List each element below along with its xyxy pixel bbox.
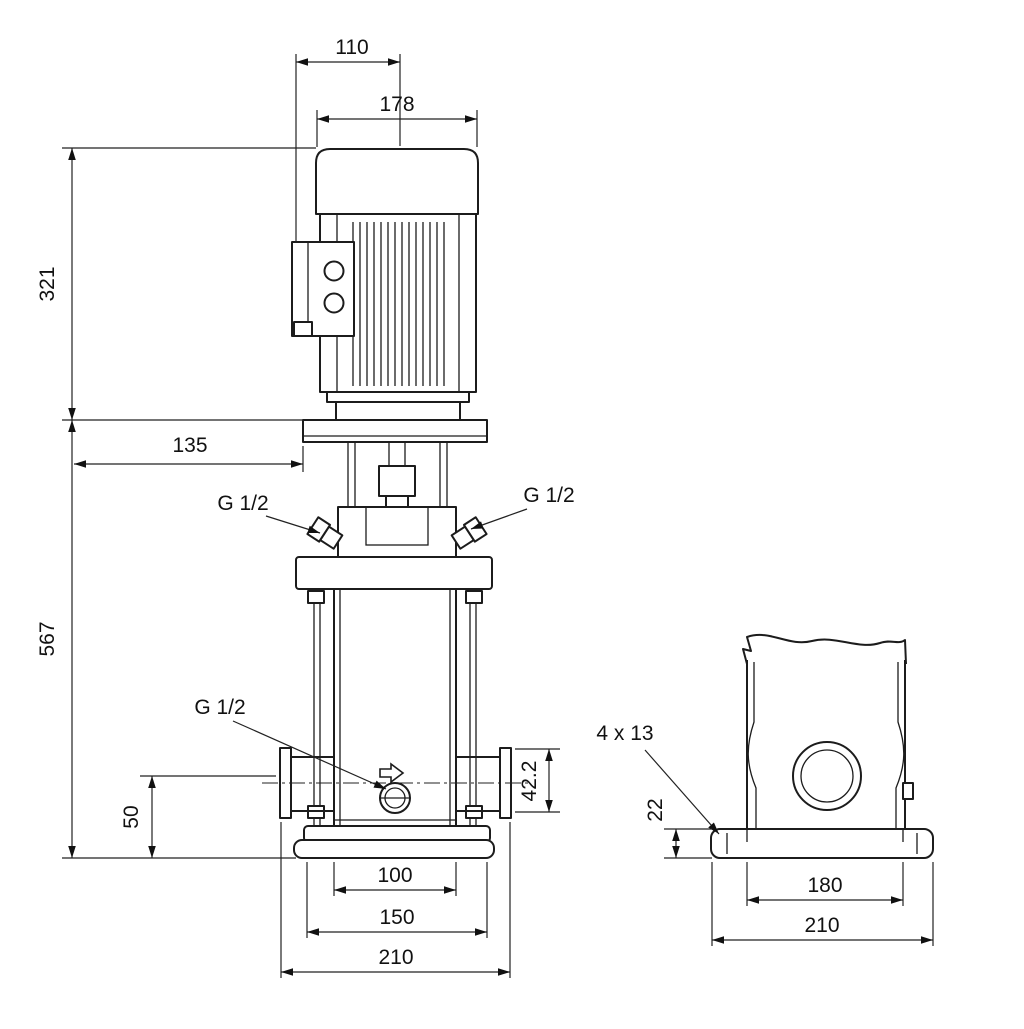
dimension-321: 321 [36, 147, 316, 421]
dimension-567: 567 [36, 420, 296, 859]
dim-label-100: 100 [377, 864, 412, 887]
dim-label-50: 50 [120, 805, 143, 828]
pump-head-flange [295, 556, 493, 590]
dimension-22: 22 [644, 798, 712, 859]
tie-rods [313, 589, 477, 828]
motor-fins [352, 222, 445, 386]
dimension-110: 110 [295, 36, 401, 243]
dim-label-210-front: 210 [378, 946, 413, 969]
dim-label-567: 567 [36, 621, 59, 656]
dimension-210-side: 210 [711, 862, 934, 946]
priming-plug-right [450, 516, 488, 550]
plug-right-label: G 1/2 [523, 484, 574, 507]
dim-label-42-2: 42.2 [518, 761, 541, 802]
dim-label-210-side: 210 [804, 914, 839, 937]
plug-left-label: G 1/2 [217, 492, 268, 515]
side-body [742, 633, 914, 829]
cable-entry-hole [323, 260, 345, 282]
motor-flange [302, 391, 488, 443]
motor-fan-cover [315, 148, 479, 215]
flow-direction-icon [379, 762, 405, 784]
dimension-42-2: 42.2 [515, 748, 560, 813]
dim-label-178: 178 [379, 93, 414, 116]
dimension-210-front: 210 [280, 822, 511, 978]
dimension-150: 150 [306, 862, 488, 938]
dimension-50: 50 [120, 775, 276, 858]
drain-plug-label: G 1/2 [194, 696, 245, 719]
label-drain-plug: G 1/2 [194, 696, 387, 790]
dimension-100: 100 [333, 862, 457, 896]
terminal-box [291, 241, 355, 337]
dim-label-22: 22 [644, 798, 667, 821]
motor-stool [347, 442, 448, 508]
side-view: 4 x 13 22 180 210 [596, 633, 934, 946]
pump-base [293, 825, 495, 859]
dim-label-150: 150 [379, 906, 414, 929]
label-plug-right: G 1/2 [470, 484, 575, 530]
side-base [710, 828, 934, 859]
drain-plug [379, 782, 411, 814]
cable-entry-hole [323, 292, 345, 314]
bolt-holes-label: 4 x 13 [596, 722, 653, 745]
dimension-178: 178 [316, 93, 478, 147]
dimension-135: 135 [74, 434, 304, 472]
dim-label-135: 135 [172, 434, 207, 457]
dimension-4x13: 4 x 13 [596, 722, 720, 835]
pump-head [295, 506, 493, 590]
dim-label-321: 321 [36, 266, 59, 301]
front-view: 110 178 321 567 135 50 [36, 36, 575, 978]
side-clamp-tab [902, 782, 914, 800]
dim-label-110: 110 [335, 36, 368, 59]
coupling [378, 465, 416, 497]
label-plug-left: G 1/2 [217, 492, 321, 534]
side-port-circle [792, 741, 862, 811]
dimension-180: 180 [746, 862, 904, 906]
dim-label-180: 180 [807, 874, 842, 897]
